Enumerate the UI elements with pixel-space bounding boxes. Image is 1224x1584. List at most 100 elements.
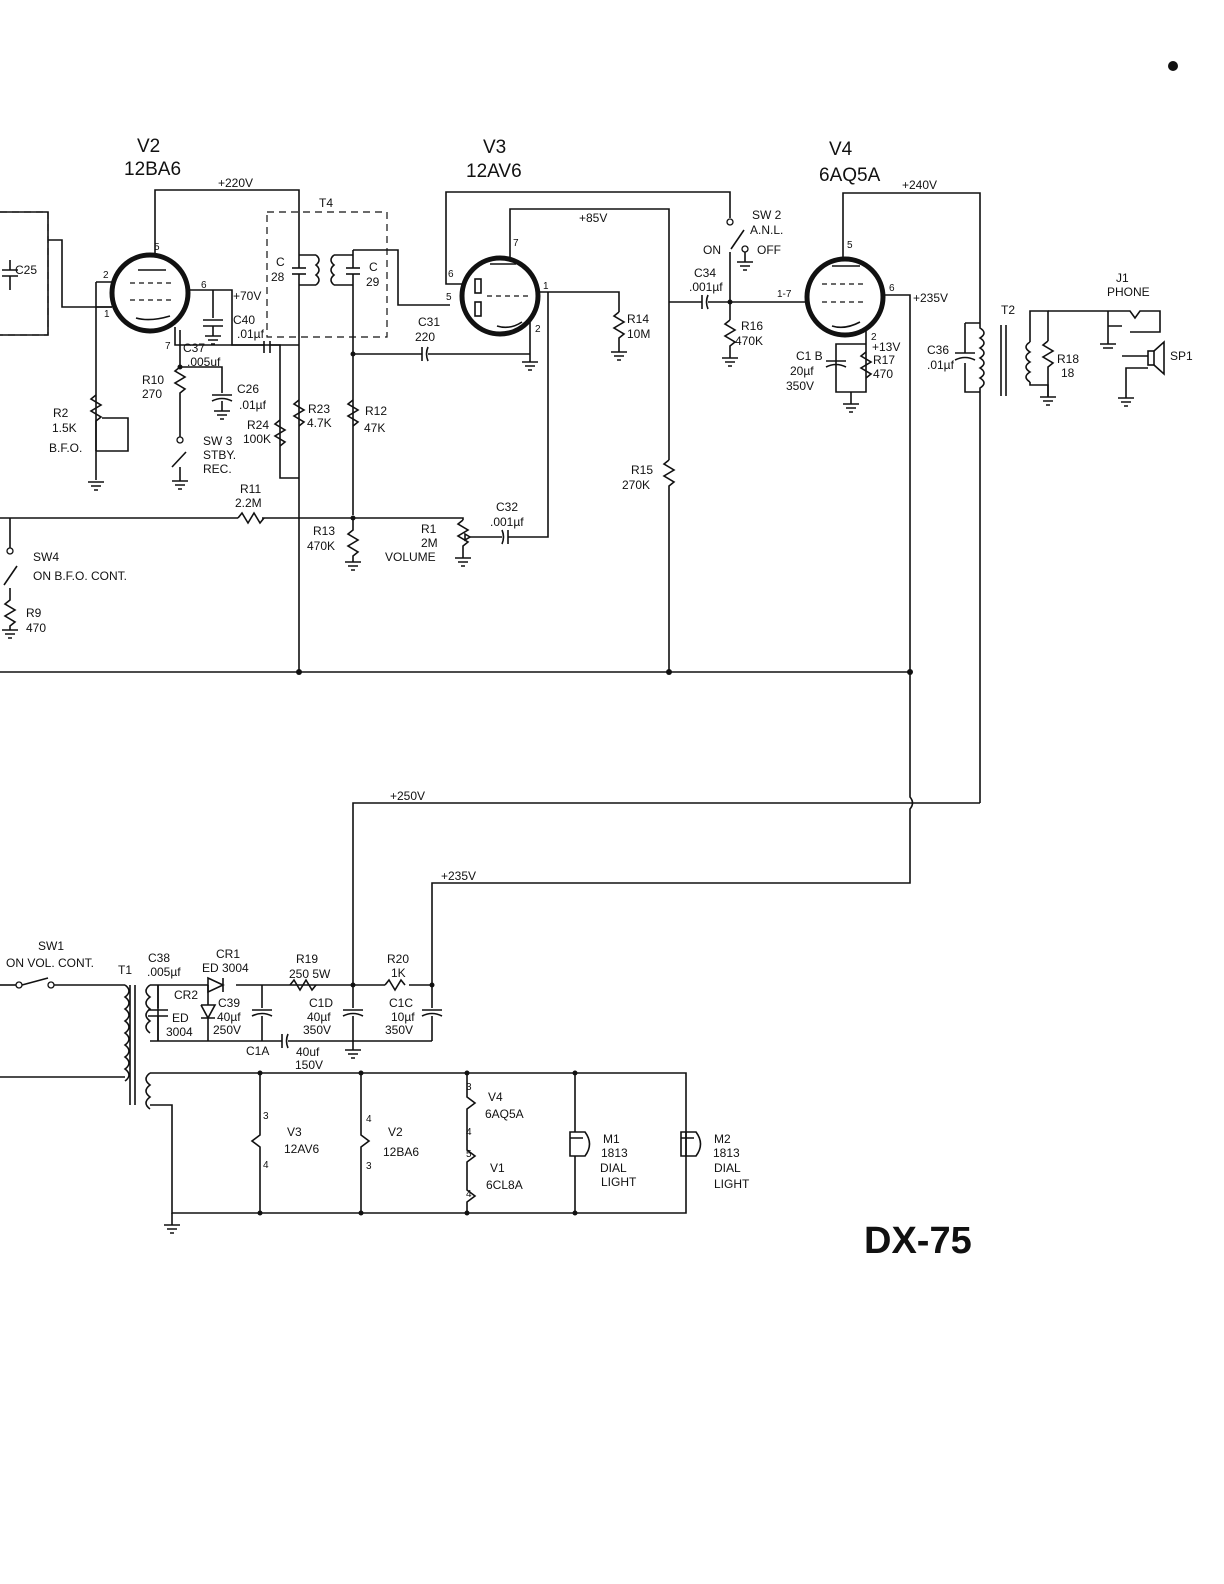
sw1-contact-a[interactable] xyxy=(15,981,23,989)
c40-label: C40 xyxy=(233,313,255,327)
t2-label: T2 xyxy=(1001,303,1015,317)
r10-value: 270 xyxy=(142,387,162,401)
r9-value: 470 xyxy=(26,621,46,635)
h-v4-pin3: 3 xyxy=(466,1082,472,1093)
tube-v2 xyxy=(109,252,191,334)
t1-label: T1 xyxy=(118,963,132,977)
m2-light: LIGHT xyxy=(714,1177,750,1191)
speck xyxy=(1168,61,1178,71)
sw3-label: SW 3 xyxy=(203,434,233,448)
c28-value: 28 xyxy=(271,270,285,284)
r1-volume: VOLUME xyxy=(385,550,436,564)
sw4-label: SW4 xyxy=(33,550,59,564)
heater-bus-top xyxy=(150,1072,687,1214)
r13-label: R13 xyxy=(313,524,335,538)
sw4-contact[interactable] xyxy=(6,547,14,555)
sw3-contact[interactable] xyxy=(176,436,184,444)
h-v1-pin4: 4 xyxy=(466,1189,472,1200)
sw2-contact-top[interactable] xyxy=(726,218,734,226)
c37-label: C37 xyxy=(183,341,205,355)
sw2-contact-off[interactable] xyxy=(741,245,749,253)
r18-label: R18 xyxy=(1057,352,1079,366)
h-v4-pin4: 4 xyxy=(466,1127,472,1138)
cr2-ed: ED xyxy=(172,1011,189,1025)
r19-value: 250 5W xyxy=(289,967,331,981)
c34-label: C34 xyxy=(694,266,716,280)
sw3-stby: STBY. xyxy=(203,448,236,462)
r19-label: R19 xyxy=(296,952,318,966)
sw3-switch[interactable] xyxy=(171,451,187,468)
voltage-235b: +235V xyxy=(441,869,476,883)
heater-v3-label: V3 xyxy=(287,1125,302,1139)
sw1-desc: ON VOL. CONT. xyxy=(6,956,94,970)
m2-label: M2 xyxy=(714,1132,731,1146)
voltage-250: +250V xyxy=(390,789,425,803)
c38-value: .005µf xyxy=(147,965,181,979)
c39-voltage: 250V xyxy=(213,1023,241,1037)
r20-label: R20 xyxy=(387,952,409,966)
v4-ref: V4 xyxy=(829,139,853,160)
v3-pin7: 7 xyxy=(513,238,519,249)
v4-type: 6AQ5A xyxy=(819,165,881,186)
r24-label: R24 xyxy=(247,418,269,432)
sw2-label: SW 2 xyxy=(752,208,782,222)
r10-label: R10 xyxy=(142,373,164,387)
v4-pin2: 2 xyxy=(871,332,877,343)
t4-box xyxy=(266,211,388,338)
sw1-contact-b[interactable] xyxy=(47,981,55,989)
c34-value: .001µf xyxy=(689,280,723,294)
c31-label: C31 xyxy=(418,315,440,329)
sw4-switch[interactable] xyxy=(3,565,18,586)
r24-value: 100K xyxy=(243,432,271,446)
sw4-desc: ON B.F.O. CONT. xyxy=(33,569,127,583)
v4-pin5: 5 xyxy=(847,240,853,251)
sw1-label: SW1 xyxy=(38,939,64,953)
c39-label: C39 xyxy=(218,996,240,1010)
c26-label: C26 xyxy=(237,382,259,396)
v3-ref: V3 xyxy=(483,137,506,158)
r2-value: 1.5K xyxy=(52,421,77,435)
cr1-value: ED 3004 xyxy=(202,961,249,975)
speaker-sp1 xyxy=(1147,340,1165,376)
c28-label: C xyxy=(276,255,285,269)
m1-dial: DIAL xyxy=(600,1161,627,1175)
c1a-voltage: 150V xyxy=(295,1058,323,1072)
r1-value: 2M xyxy=(421,536,438,550)
phone-jack-j1[interactable] xyxy=(1100,310,1161,349)
c31-value: 220 xyxy=(415,330,435,344)
r15-value: 270K xyxy=(622,478,650,492)
sw1-switch[interactable] xyxy=(21,977,49,986)
c1a-label: C1A xyxy=(246,1044,269,1058)
tube-v3 xyxy=(459,255,541,337)
v3-type: 12AV6 xyxy=(466,161,522,182)
c36-value: .01µf xyxy=(927,358,955,372)
v2-pin7: 7 xyxy=(165,341,171,352)
cr2-value: 3004 xyxy=(166,1025,193,1039)
c38-label: C38 xyxy=(148,951,170,965)
c37-value: .005uf xyxy=(187,355,221,369)
c1d-label: C1D xyxy=(309,996,333,1010)
c1b-voltage: 350V xyxy=(786,379,814,393)
heater-v4-type: 6AQ5A xyxy=(485,1107,524,1121)
c36-label: C36 xyxy=(927,343,949,357)
sw2-switch[interactable] xyxy=(730,229,745,250)
heater-v3-type: 12AV6 xyxy=(284,1142,319,1156)
v4-pin17: 1-7 xyxy=(777,289,792,300)
v4-pin6: 6 xyxy=(889,283,895,294)
r16-value: 470K xyxy=(735,334,763,348)
m2-value: 1813 xyxy=(713,1146,740,1160)
r12-value: 47K xyxy=(364,421,385,435)
c1c-value: 10µf xyxy=(391,1010,415,1024)
voltage-240: +240V xyxy=(902,178,937,192)
c1d-value: 40µf xyxy=(307,1010,331,1024)
r1-label: R1 xyxy=(421,522,437,536)
c1c-label: C1C xyxy=(389,996,413,1010)
r23-label: R23 xyxy=(308,402,330,416)
voltage-70: +70V xyxy=(233,289,261,303)
v2-type: 12BA6 xyxy=(124,159,181,180)
r12-label: R12 xyxy=(365,404,387,418)
model-title: DX-75 xyxy=(864,1220,972,1262)
voltage-13: +13V xyxy=(872,340,900,354)
power-transformer-t1 xyxy=(123,984,152,1110)
